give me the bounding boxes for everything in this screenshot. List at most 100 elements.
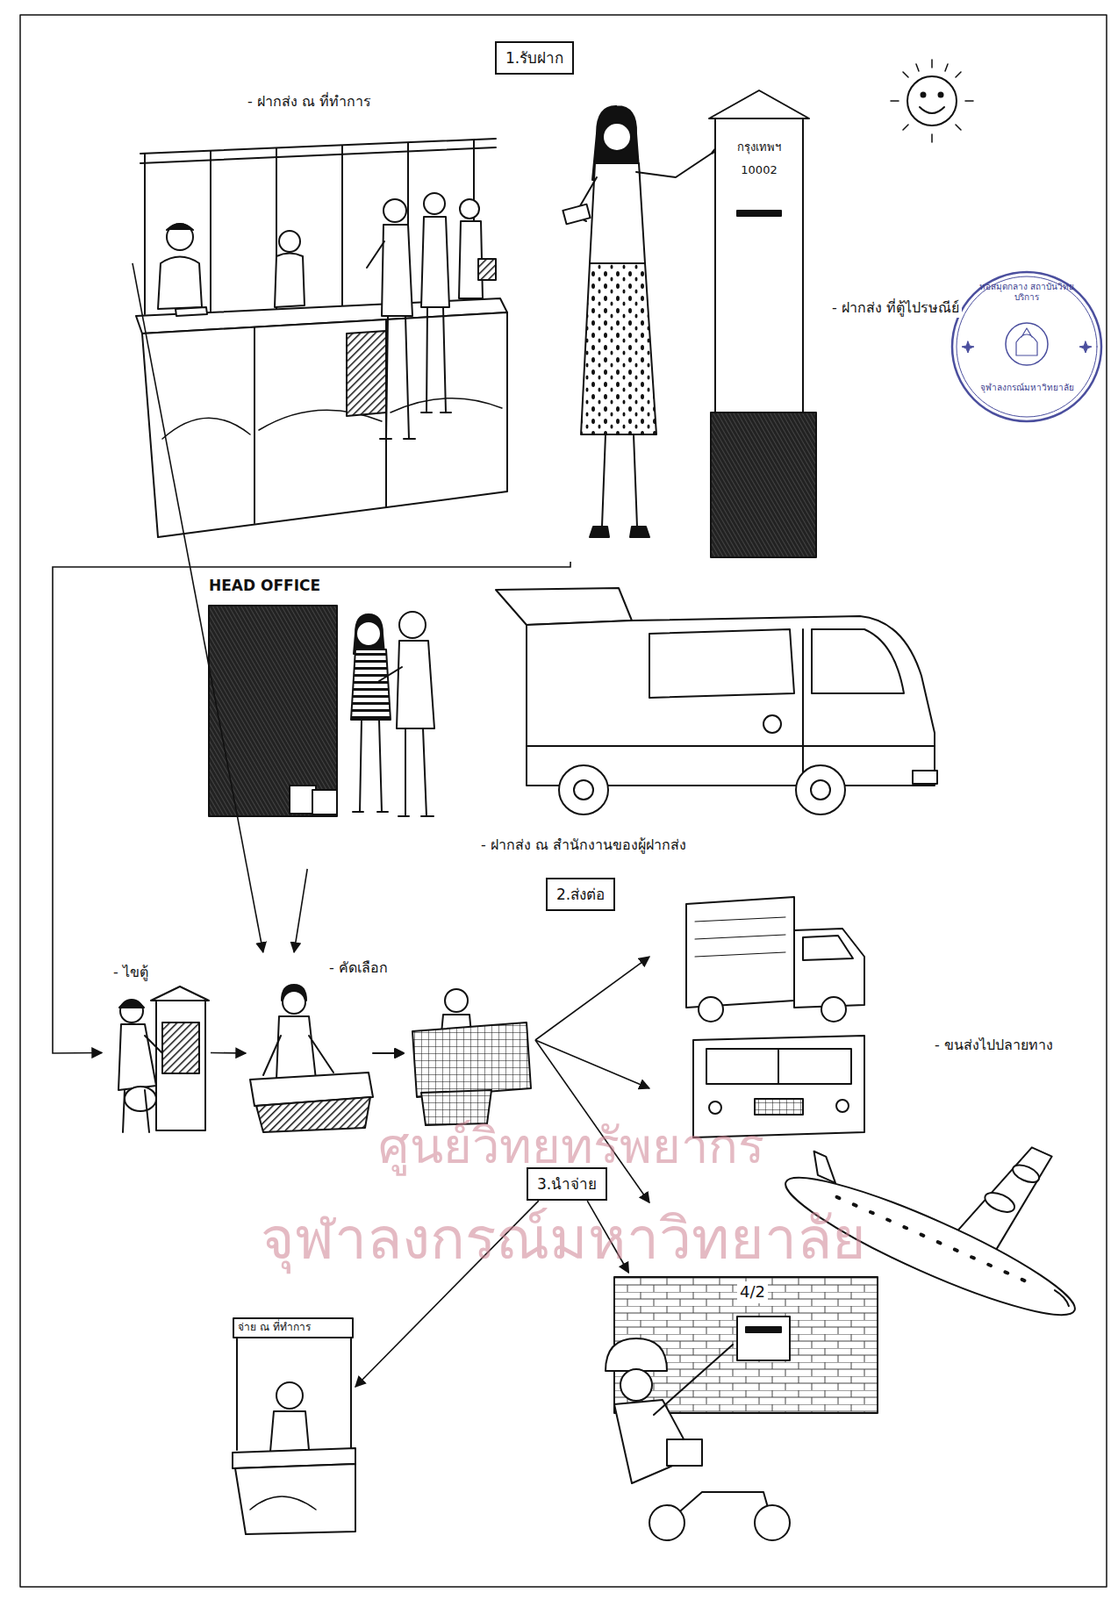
bus — [754, 1098, 803, 1115]
woman-at-mailbox — [580, 263, 657, 435]
step-title: 1.รับฝาก — [505, 48, 564, 68]
mail-sorter — [282, 990, 306, 1014]
scene-caption: - ไขตู้ — [110, 962, 151, 982]
mail-sorter — [250, 984, 404, 1133]
flow-arrow-line — [210, 1052, 246, 1054]
mail-basket — [444, 989, 468, 1012]
transport-scene: - ขนส่งไปปลายทาง — [649, 881, 1071, 1247]
building-sign: HEAD OFFICE — [208, 576, 321, 595]
illustration-part — [20, 14, 1118, 1587]
sun-icon — [919, 107, 945, 114]
woman-at-mailbox — [562, 204, 590, 225]
people-handing-parcel — [398, 728, 434, 817]
mail-truck — [686, 896, 865, 1022]
delivery-counter — [235, 1463, 356, 1534]
flow-arrow — [132, 263, 264, 953]
postman-delivering — [666, 1439, 703, 1466]
post-office-counter — [162, 398, 502, 439]
mailbox-pillar — [737, 210, 782, 216]
mail-collector — [162, 1022, 200, 1074]
postman-delivering — [754, 1505, 790, 1541]
bus — [836, 1099, 849, 1112]
flow-arrow-line — [52, 561, 571, 1054]
scene-caption: - ฝากส่ง ณ สำนักงานของผู้ฝากส่ง — [478, 835, 689, 855]
post-office-counter — [136, 138, 508, 538]
library-stamp — [956, 276, 1097, 417]
step-title: 3.นำจ่าย — [537, 1174, 597, 1194]
library-stamp — [1016, 328, 1038, 356]
post-office-counter — [279, 230, 301, 252]
counter-delivery-scene: จ่าย ณ ที่ทำการ — [229, 1316, 356, 1536]
post-office-counter — [379, 315, 416, 439]
mail-collector — [150, 986, 209, 1001]
mailbox-pillar — [709, 90, 810, 119]
post-van — [559, 765, 609, 815]
woman-at-mailbox — [589, 526, 650, 538]
mailbox-pillar — [710, 412, 817, 558]
post-office-counter — [366, 241, 385, 268]
woman-at-mailbox — [602, 434, 638, 527]
mail-sorter — [263, 1035, 334, 1075]
delivery-counter — [232, 1318, 356, 1534]
delivery-counter — [250, 1496, 316, 1510]
scene-caption: - ขนส่งไปปลายทาง — [931, 1035, 1056, 1055]
head-office-building — [208, 605, 337, 817]
people-handing-parcel — [353, 614, 385, 654]
flow-arrow-line — [535, 956, 650, 1040]
flow-arrow — [52, 561, 571, 1054]
mailbox-pillar — [715, 118, 803, 413]
bus — [777, 1048, 780, 1084]
post-van — [912, 770, 938, 784]
stamp-text: จุฬาลงกรณ์มหาวิทยาลัย — [968, 382, 1085, 394]
post-office-counter — [166, 223, 194, 230]
post-office-counter — [166, 223, 194, 251]
post-office-counter — [157, 257, 202, 310]
scene-caption: - ฝากส่ง ณ ที่ทำการ — [244, 92, 374, 112]
sun-icon — [890, 59, 974, 143]
flow-arrow-line — [132, 263, 264, 953]
post-office-counter — [142, 312, 508, 538]
mail-truck — [802, 935, 853, 961]
postman-delivering — [737, 1316, 790, 1361]
post-office-counter — [478, 258, 496, 280]
post-office-counter — [346, 330, 387, 416]
mail-collector — [122, 1089, 150, 1133]
people-handing-parcel — [351, 649, 391, 720]
post-office-counter — [423, 193, 445, 215]
bus — [709, 1101, 722, 1114]
sorting-scene: - คัดเลือก — [245, 952, 536, 1133]
post-van — [810, 780, 831, 800]
mail-truck — [686, 896, 795, 1008]
post-office-counter — [459, 199, 480, 219]
step-box: 2.ส่งต่อ — [545, 877, 616, 911]
collect-scene: - ไขตู้ — [101, 960, 211, 1138]
sun-icon — [907, 76, 957, 126]
airplane — [981, 1188, 1018, 1216]
post-van — [526, 616, 935, 786]
people-handing-parcel — [352, 719, 388, 812]
sun-icon — [921, 93, 926, 98]
delivery-counter — [233, 1318, 353, 1338]
woman-at-mailbox — [562, 106, 720, 538]
doorstep-delivery-scene: 4/2 — [591, 1272, 878, 1545]
mailbox-label: กรุงเทพฯ — [715, 140, 803, 155]
library-stamp — [952, 272, 1102, 422]
mailbox-pillar — [709, 90, 817, 558]
postman-delivering — [620, 1368, 653, 1401]
post-office-counter — [421, 216, 450, 308]
bus — [706, 1048, 852, 1084]
step-box: 1.รับฝาก — [494, 41, 574, 75]
counter-scene: - ฝากส่ง ณ ที่ทำการ — [132, 56, 501, 552]
delivery-counter — [270, 1411, 309, 1452]
mail-truck — [695, 917, 786, 957]
sun-icon — [890, 59, 974, 143]
people-handing-parcel — [399, 611, 426, 638]
post-van — [795, 765, 846, 815]
mail-basket — [412, 1022, 531, 1097]
office-pickup-scene: - ฝากส่ง ณ สำนักงานของผู้ฝากส่ง — [208, 570, 944, 869]
postman-delivering — [649, 1505, 685, 1541]
post-van — [495, 587, 632, 625]
post-van — [763, 715, 782, 733]
postman-delivering — [653, 1344, 733, 1415]
